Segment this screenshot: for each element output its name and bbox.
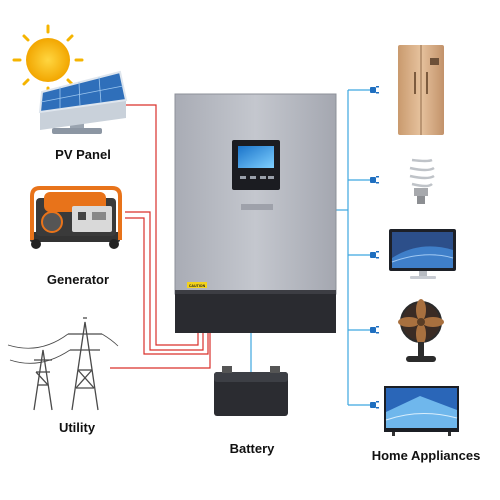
plug-icon xyxy=(370,401,379,409)
sun-icon xyxy=(12,24,84,96)
pv-panel-label: PV Panel xyxy=(55,147,111,162)
plug-icon xyxy=(370,86,379,94)
output-wires xyxy=(250,89,370,406)
light-bulb-icon xyxy=(409,158,435,204)
home-appliances-label: Home Appliances xyxy=(371,448,481,463)
utility-label: Utility xyxy=(58,420,96,435)
input-wires xyxy=(110,104,211,369)
caution-label xyxy=(187,282,207,288)
generator-label: Generator xyxy=(46,272,110,287)
monitor-icon xyxy=(389,229,456,279)
electric-fan-icon xyxy=(398,299,444,362)
pv-wire xyxy=(120,104,199,346)
battery-label: Battery xyxy=(229,441,275,456)
solar-panel-icon xyxy=(38,70,128,134)
inverter xyxy=(174,93,337,333)
plug-icon xyxy=(370,326,379,334)
generator-icon xyxy=(30,186,122,249)
generator-wire-b xyxy=(125,217,209,355)
refrigerator-icon xyxy=(398,45,444,135)
caution-label-text: CAUTION xyxy=(189,284,206,288)
inverter-display xyxy=(232,140,280,190)
plug-icon xyxy=(370,176,379,184)
utility-wire xyxy=(110,333,211,369)
plug-icons xyxy=(370,86,379,409)
power-pylon-icon xyxy=(7,317,119,411)
inverter-slot xyxy=(241,204,273,210)
plug-icon xyxy=(370,251,379,259)
generator-wire-a xyxy=(125,211,204,351)
television-icon xyxy=(384,386,459,436)
battery-icon xyxy=(214,366,288,416)
